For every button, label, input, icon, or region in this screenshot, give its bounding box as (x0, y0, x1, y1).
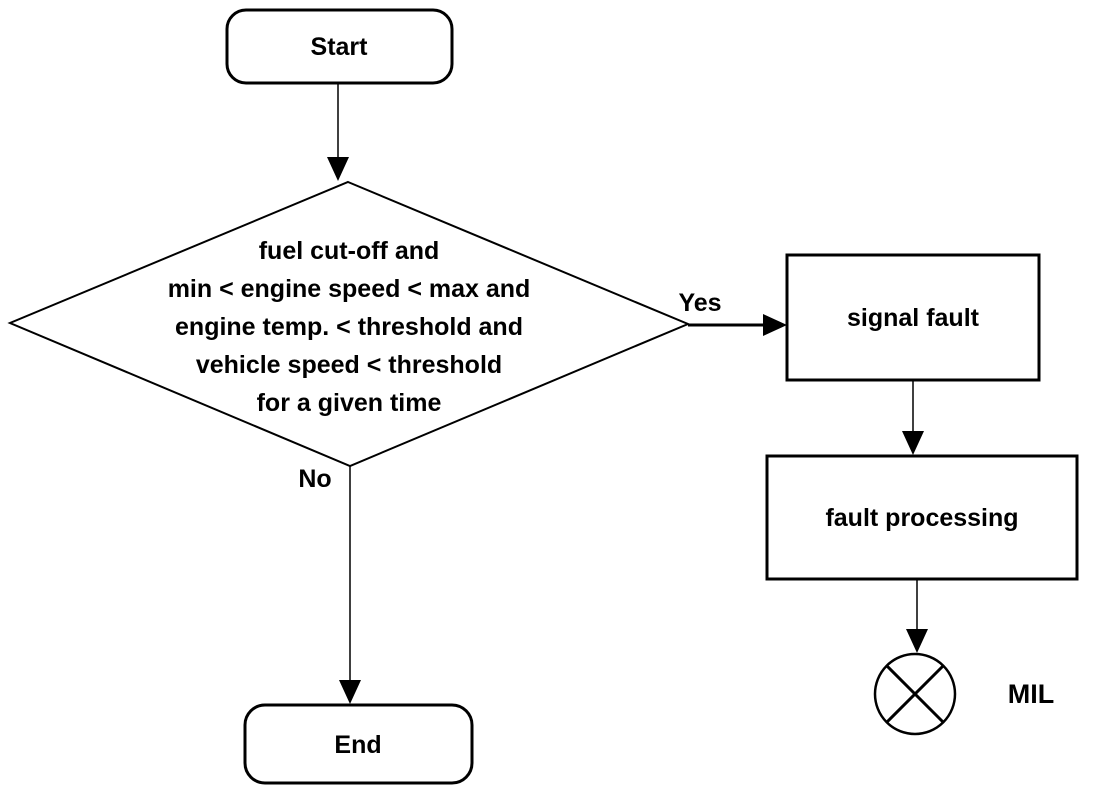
edge-start-to-decision (327, 83, 349, 181)
end-node: End (243, 703, 474, 785)
edge-signal-fault-arrowhead (902, 431, 924, 455)
signal-fault-node-shape (785, 253, 1041, 382)
no-edge-label: No (298, 465, 331, 493)
start-node-label: Start (311, 33, 369, 61)
fault-processing-node: fault processing (765, 454, 1079, 581)
decision-node-line-3: engine temp. < threshold and (175, 313, 523, 341)
mil-indicator: MIL (873, 652, 1055, 736)
yes-edge-label: Yes (678, 289, 721, 317)
decision-node-line-4: vehicle speed < threshold (196, 351, 502, 379)
edge-no-decision-to-end: No (298, 465, 361, 704)
signal-fault-node-label: signal fault (847, 304, 980, 332)
edge-signal-fault-to-fault-processing (902, 381, 924, 455)
start-node: Start (225, 8, 454, 85)
end-node-label: End (334, 731, 381, 759)
yes-edge-arrowhead (763, 314, 787, 336)
edge-yes-decision-to-signal-fault: Yes (678, 289, 787, 336)
no-edge-arrowhead (339, 680, 361, 704)
edge-fault-processing-arrowhead (906, 629, 928, 653)
edge-start-to-decision-arrowhead (327, 157, 349, 181)
mil-lamp-x-stroke-2 (885, 664, 945, 724)
decision-node-line-5: for a given time (257, 389, 442, 417)
signal-fault-node: signal fault (785, 253, 1041, 382)
fault-processing-node-shape (765, 454, 1079, 581)
decision-node-line-2: min < engine speed < max and (168, 275, 531, 303)
decision-node-line-1: fuel cut-off and (259, 237, 440, 265)
edge-fault-processing-to-mil (906, 579, 928, 653)
end-node-shape (243, 703, 474, 785)
fault-processing-node-label: fault processing (825, 504, 1018, 532)
mil-label: MIL (1008, 679, 1055, 709)
start-node-shape (225, 8, 454, 85)
decision-node: fuel cut-off and min < engine speed < ma… (7, 180, 691, 468)
